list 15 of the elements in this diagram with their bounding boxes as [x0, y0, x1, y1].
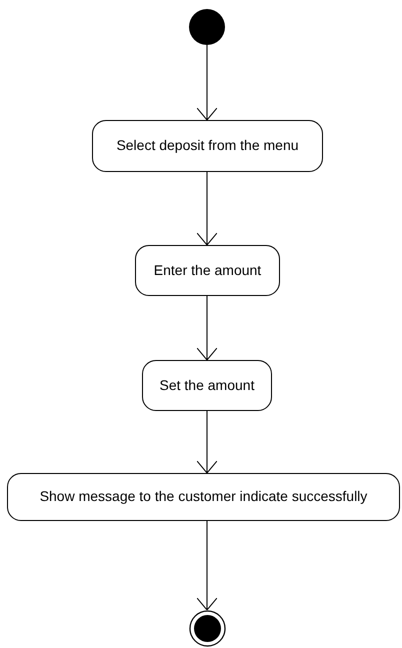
- arrow: [196, 296, 218, 360]
- action-label: Select deposit from the menu: [116, 137, 299, 155]
- action-box: [142, 360, 272, 411]
- action-label: Enter the amount: [154, 262, 262, 280]
- arrow: [196, 410, 218, 474]
- final-node: [189, 610, 226, 647]
- action-label: Show message to the customer indicate successfully: [40, 488, 368, 506]
- action-box: [135, 245, 280, 296]
- arrow: [196, 520, 218, 610]
- initial-node: [189, 9, 225, 45]
- arrow: [196, 44, 218, 120]
- action-box: [92, 120, 323, 172]
- action-box: [7, 473, 400, 521]
- action-label: Set the amount: [160, 376, 254, 394]
- arrow: [196, 172, 218, 246]
